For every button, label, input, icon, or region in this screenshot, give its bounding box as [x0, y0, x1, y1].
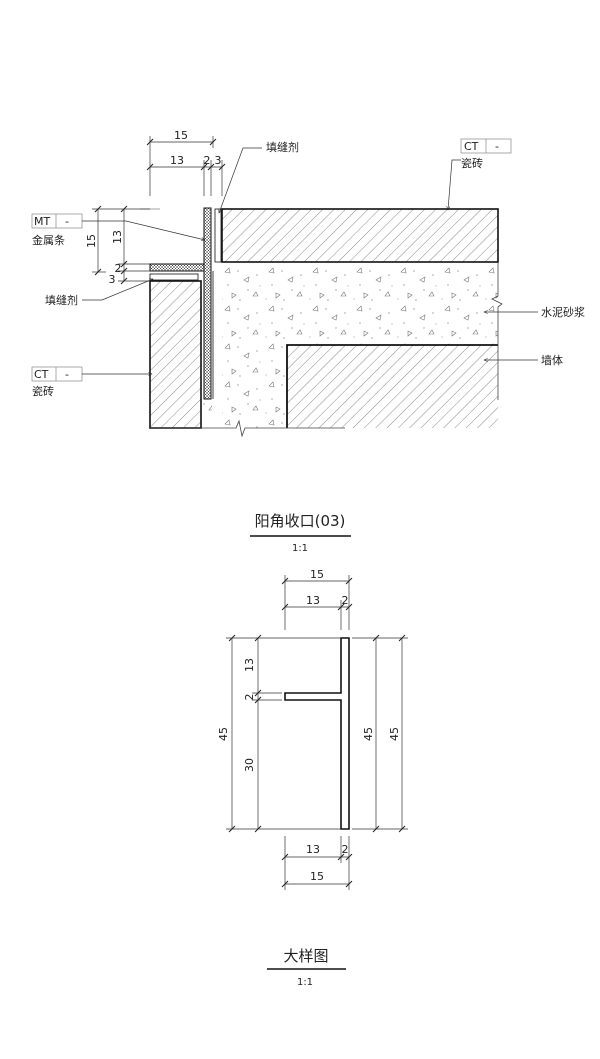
dim-profile-top-13: 13	[306, 594, 320, 607]
wall-block	[287, 345, 498, 428]
dim-profile-left-2: 2	[243, 694, 256, 701]
tag-ct-top-dash: -	[495, 140, 499, 153]
dim-left-15: 15	[85, 234, 98, 248]
detail-title-block: 阳角收口(03) 1:1	[250, 512, 351, 554]
dim-top-3: 3	[215, 154, 222, 167]
tag-mt-dash: -	[65, 215, 69, 228]
dim-top-overall: 15	[174, 129, 188, 142]
dim-profile-bottom-2: 2	[342, 843, 349, 856]
profile-scale: 1:1	[297, 977, 313, 988]
profile-drawing	[284, 637, 350, 830]
profile-title: 大样图	[283, 947, 328, 965]
dim-profile-top-15: 15	[310, 568, 324, 581]
detail-annotations: 填缝剂 CT - 瓷砖 MT - 金属条 填缝剂 CT - 瓷砖 水泥砂浆 墙体	[31, 138, 585, 398]
metal-t-strip	[149, 207, 212, 400]
label-wall: 墙体	[541, 353, 563, 367]
detail-dimension-texts: 15 13 2 3 15 13 3 2	[85, 129, 222, 286]
dim-top-13: 13	[170, 154, 184, 167]
dim-left-13: 13	[111, 230, 124, 244]
tag-mt-code: MT	[34, 215, 50, 228]
label-ct-left-name: 瓷砖	[32, 384, 54, 398]
profile-title-block: 大样图 1:1	[267, 947, 346, 988]
sealant-gap-top	[214, 208, 222, 263]
dim-left-3: 3	[109, 273, 116, 286]
detail-title: 阳角收口(03)	[255, 512, 346, 530]
dim-left-2: 2	[115, 262, 122, 275]
dim-top-2: 2	[204, 154, 211, 167]
dim-profile-left-30: 30	[243, 758, 256, 772]
label-sealant-left: 填缝剂	[45, 293, 78, 307]
dim-profile-left-45: 45	[217, 727, 230, 741]
dim-profile-top-2: 2	[342, 594, 349, 607]
label-mt-name: 金属条	[32, 233, 65, 247]
corner-detail-drawing	[140, 207, 503, 438]
detail-scale: 1:1	[292, 543, 308, 554]
dim-profile-right-45a: 45	[362, 727, 375, 741]
tag-ct-left-code: CT	[34, 368, 49, 381]
dim-profile-bottom-15: 15	[310, 870, 324, 883]
detail-dimensions	[92, 136, 226, 285]
tag-ct-left-dash: -	[65, 368, 69, 381]
left-tile	[149, 280, 202, 429]
label-sealant-top: 填缝剂	[266, 140, 299, 154]
profile-dimension-texts: 15 13 2 13 2 30 45 45 45 13 2 15	[217, 568, 401, 883]
tag-ct-top-code: CT	[464, 140, 479, 153]
sealant-gap-left	[149, 273, 199, 281]
t-profile-shape	[284, 637, 350, 830]
label-ct-top-name: 瓷砖	[461, 156, 483, 170]
dim-profile-bottom-13: 13	[306, 843, 320, 856]
label-cement-mortar: 水泥砂浆	[541, 305, 585, 319]
dim-profile-right-45b: 45	[388, 727, 401, 741]
top-tile	[221, 208, 499, 263]
profile-dimensions	[226, 575, 408, 890]
dim-profile-left-13: 13	[243, 658, 256, 672]
